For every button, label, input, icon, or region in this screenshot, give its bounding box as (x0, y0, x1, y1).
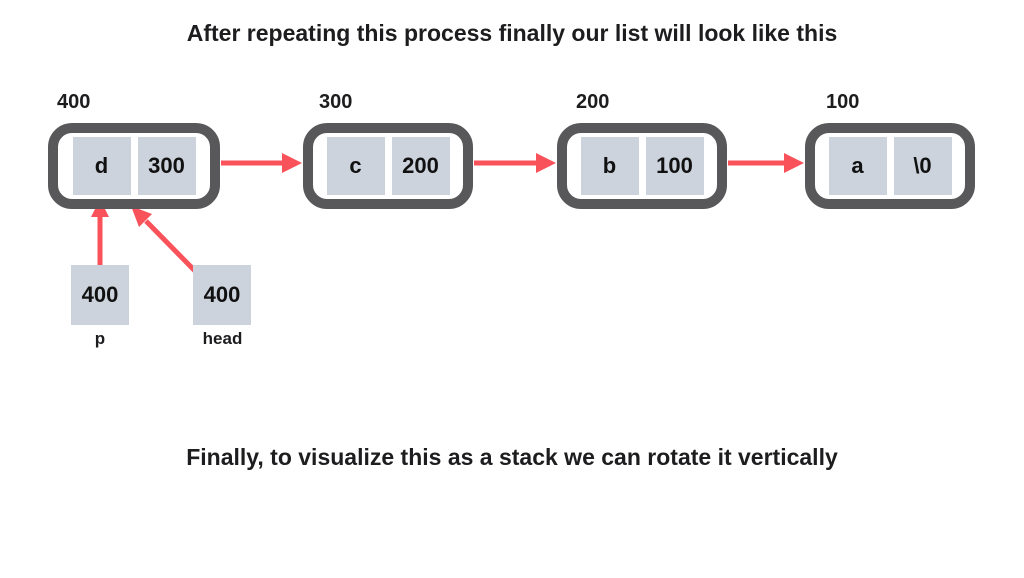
list-node-3: b 100 (557, 123, 727, 209)
node-address-4: 100 (826, 91, 860, 113)
node-3-data-cell: b (580, 137, 639, 195)
head-pointer-arrow (131, 206, 198, 274)
list-node-2: c 200 (303, 123, 473, 209)
list-node-1: d 300 (48, 123, 220, 209)
list-node-4: a \0 (805, 123, 975, 209)
footer-caption: Finally, to visualize this as a stack we… (186, 444, 838, 470)
node-1-next-cell: 300 (137, 137, 196, 195)
pointer-box-head: 400 (193, 265, 251, 325)
title: After repeating this process finally our… (186, 20, 838, 46)
next-pointer-arrow-1 (221, 153, 302, 173)
pointer-label-p: p (94, 329, 106, 348)
node-address-2: 300 (319, 91, 353, 113)
pointer-box-p: 400 (71, 265, 129, 325)
pointer-label-head: head (202, 329, 243, 348)
node-4-data-cell: a (828, 137, 887, 195)
node-address-3: 200 (576, 91, 610, 113)
node-2-data-cell: c (326, 137, 385, 195)
node-4-next-cell: \0 (893, 137, 952, 195)
node-2-next-cell: 200 (391, 137, 450, 195)
next-pointer-arrow-3 (728, 153, 804, 173)
node-3-next-cell: 100 (645, 137, 704, 195)
next-pointer-arrow-2 (474, 153, 556, 173)
node-1-data-cell: d (72, 137, 131, 195)
node-address-1: 400 (57, 91, 91, 113)
